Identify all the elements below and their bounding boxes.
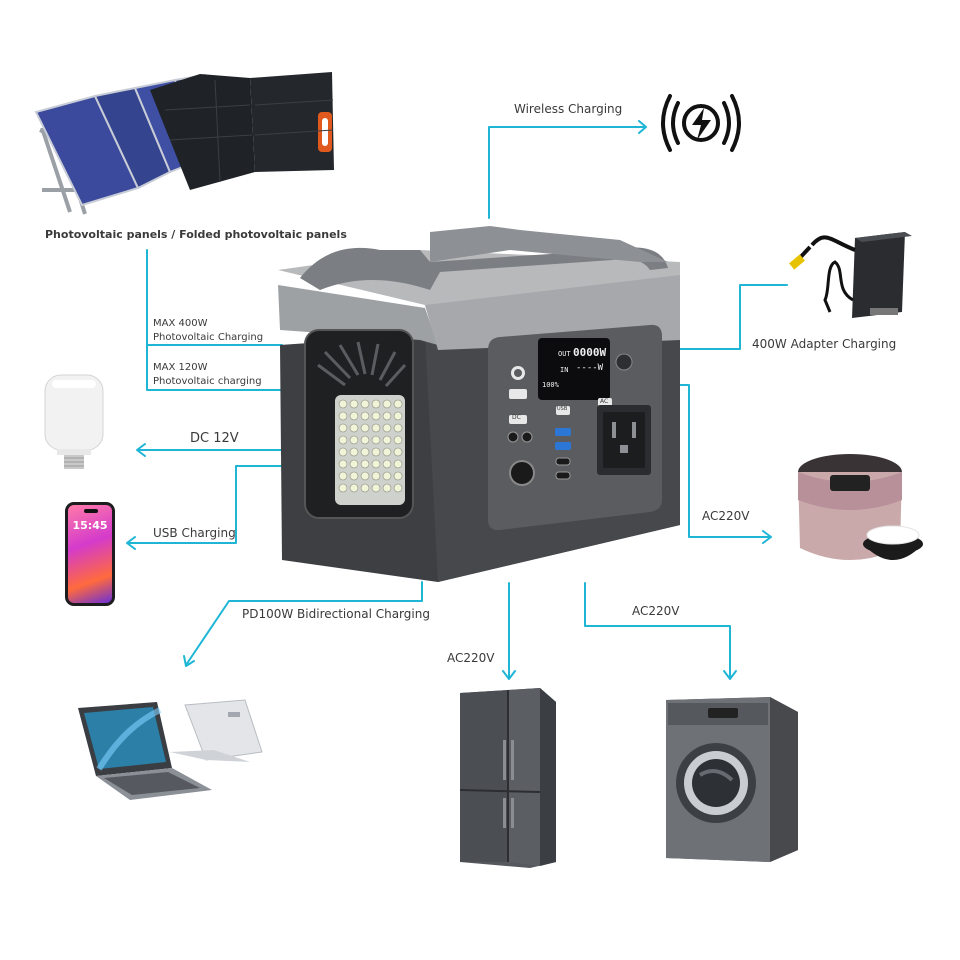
display-in-label: IN [560, 366, 569, 374]
display-panel: OUT 0000W IN ----W 100% [540, 341, 608, 397]
label-ac-cooker: AC220V [702, 509, 750, 523]
display-in-value: ----W [576, 363, 604, 373]
label-solar: Photovoltaic panels / Folded photovoltai… [45, 228, 347, 241]
line-ac-cooker [679, 384, 771, 538]
display-battery: 100% [542, 381, 559, 389]
line-pd [185, 581, 423, 666]
smartphone-icon: 15:45 [65, 502, 115, 606]
label-pv-max400-line2: Photovoltaic Charging [153, 332, 264, 343]
label-wireless: Wireless Charging [514, 102, 623, 116]
label-pv-max400: MAX 400W Photovoltaic Charging [153, 317, 263, 345]
line-ac-washer [584, 582, 731, 679]
label-pd100w: PD100W Bidirectional Charging [242, 607, 430, 621]
label-adapter: 400W Adapter Charging [752, 337, 897, 351]
label-ac-fridge: AC220V [447, 651, 495, 665]
phone-time: 15:45 [72, 519, 108, 532]
label-ac-washer: AC220V [632, 604, 680, 618]
port-ac-label: AC [600, 398, 609, 405]
display-out-label: OUT [558, 350, 571, 358]
display-out-value: 0000W [573, 346, 607, 359]
label-pv-max400-line1: MAX 400W [153, 318, 208, 329]
line-wireless [488, 126, 646, 219]
port-dc-label: DC [512, 414, 521, 421]
label-pv-max120-line1: MAX 120W [153, 362, 208, 373]
label-dc12v: DC 12V [190, 431, 239, 446]
line-solar [146, 249, 283, 391]
line-usb [127, 465, 283, 544]
label-pv-max120: MAX 120W Photovoltaic charging [153, 361, 262, 389]
label-pv-max120-line2: Photovoltaic charging [153, 376, 262, 387]
port-usb-label: USB [557, 406, 568, 412]
label-usb: USB Charging [153, 526, 236, 540]
line-adapter [679, 284, 788, 350]
